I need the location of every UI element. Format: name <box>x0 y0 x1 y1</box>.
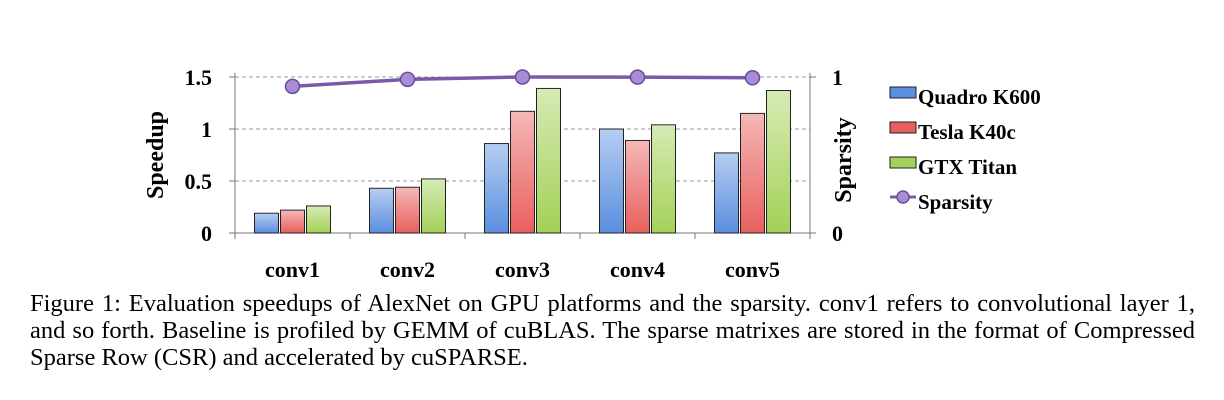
bar-highlight <box>370 188 393 233</box>
bar-highlight <box>307 206 330 233</box>
chart: 0 0.5 1 1.5 0 1 conv1 conv2 conv3 conv4 conv5 Speed… <box>143 65 1041 282</box>
y2-tick-label: 1 <box>832 65 843 90</box>
y-axis-title: Speedup <box>143 111 169 199</box>
bar-highlight <box>715 153 738 233</box>
legend-label: Sparsity <box>918 190 993 214</box>
bar-highlight <box>626 140 649 233</box>
x-tick-label: conv1 <box>265 257 320 282</box>
bar-highlight <box>281 210 304 233</box>
sparsity-marker <box>629 69 646 85</box>
y-tick-label: 0 <box>201 221 212 246</box>
y-tick-label: 0.5 <box>185 169 213 194</box>
legend-swatch <box>889 121 917 134</box>
y2-axis-title: Sparsity <box>831 117 857 202</box>
legend-marker <box>896 190 910 204</box>
bar-highlight <box>255 213 278 233</box>
sparsity-marker <box>399 71 416 88</box>
sparsity-marker <box>284 78 301 95</box>
x-tick-label: conv5 <box>725 257 780 282</box>
figure-caption: Figure 1: Evaluation speedups of AlexNet… <box>30 290 1195 371</box>
bar-highlight <box>537 88 560 233</box>
legend-label: Tesla K40c <box>918 120 1016 144</box>
bar-highlight <box>485 144 508 233</box>
bar-highlight <box>396 187 419 233</box>
legend-label: GTX Titan <box>918 155 1017 179</box>
x-tick-label: conv2 <box>380 257 435 282</box>
legend-label: Quadro K600 <box>918 85 1041 109</box>
x-tick-label: conv3 <box>495 257 550 282</box>
y-tick-label: 1.5 <box>185 65 213 90</box>
sparsity-marker <box>514 69 531 85</box>
x-tick-label: conv4 <box>610 257 665 282</box>
legend-swatch <box>889 86 917 99</box>
y-tick-label: 1 <box>201 117 212 142</box>
bar-highlight <box>422 179 445 233</box>
bar-highlight <box>741 113 764 233</box>
sparsity-marker <box>744 70 761 86</box>
legend-swatch <box>889 156 917 169</box>
bar-highlight <box>511 111 534 233</box>
y2-tick-label: 0 <box>832 221 843 246</box>
bar-highlight <box>600 129 623 233</box>
bar-highlight <box>652 125 675 233</box>
bar-highlight <box>767 91 790 233</box>
